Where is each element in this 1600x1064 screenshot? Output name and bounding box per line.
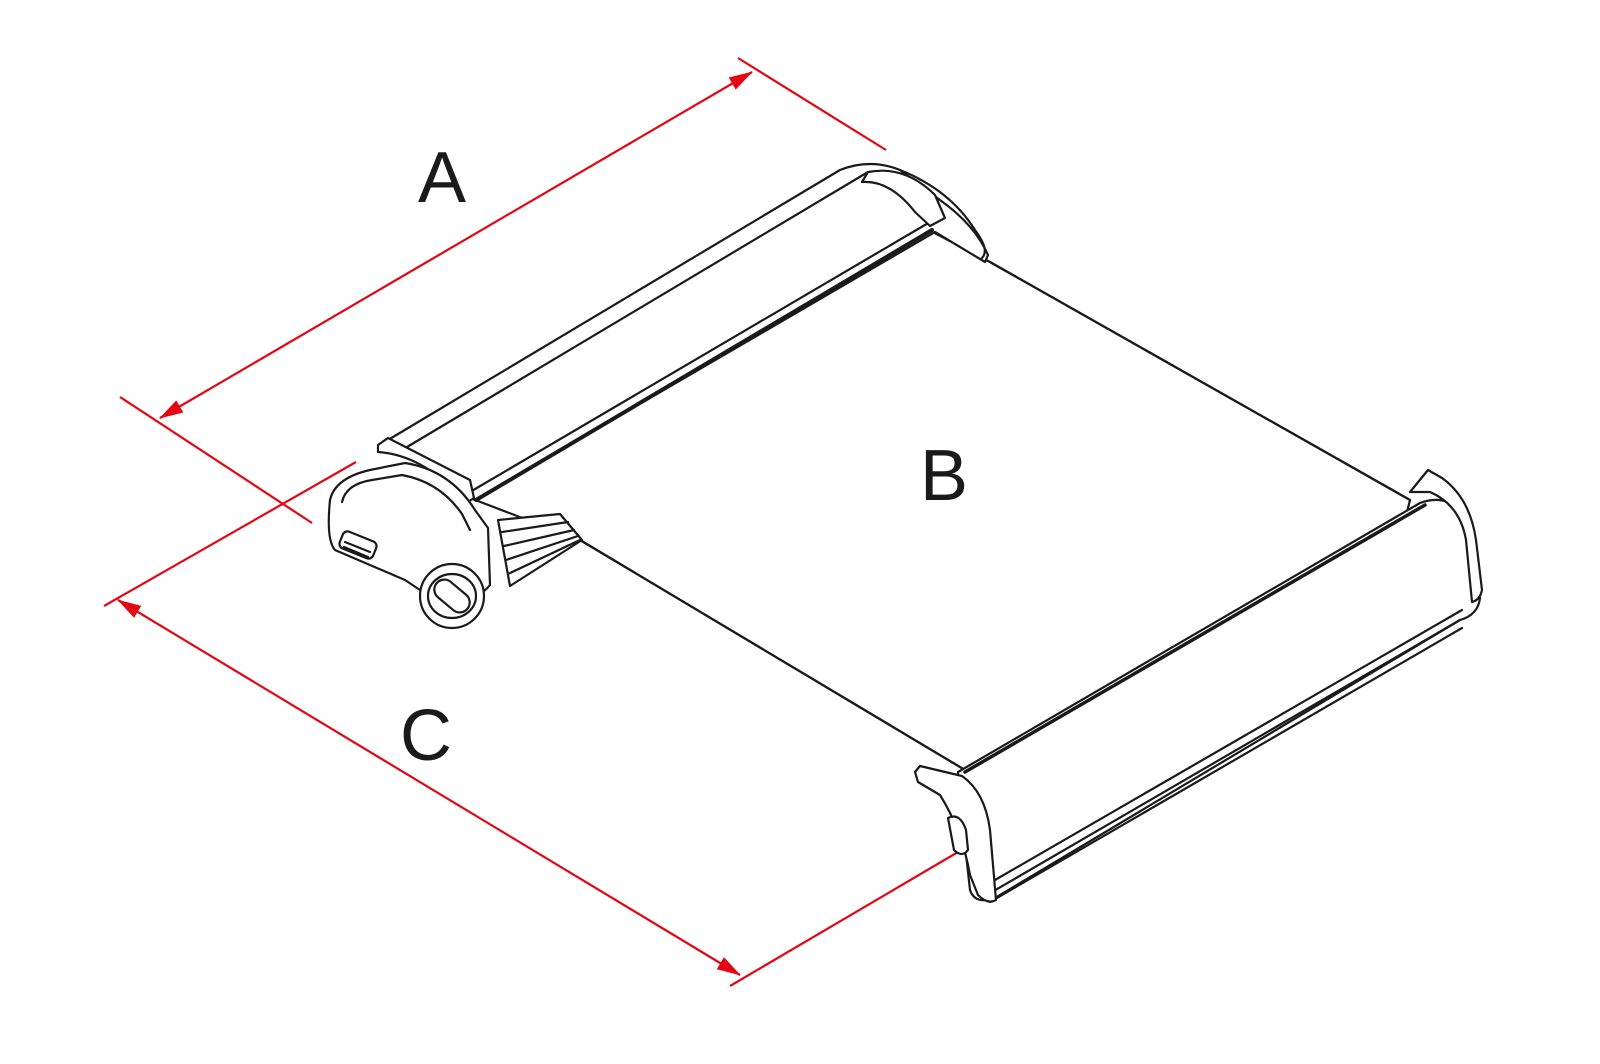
cassette-right-end-cap-outer: [898, 168, 986, 260]
roller-tube: [496, 512, 584, 588]
lead-bar-top-seam: [963, 503, 1427, 774]
awning-outline: [327, 162, 1484, 904]
dimension-label-a: A: [418, 138, 467, 218]
dimension-label-c: C: [400, 696, 452, 776]
cassette-top-seam: [400, 170, 870, 452]
extension-line-c-top: [103, 461, 357, 607]
fabric-right-edge: [988, 260, 1412, 502]
lead-bar-lower-seam-2: [990, 618, 1462, 894]
fabric-left-edge: [578, 538, 967, 772]
lead-bar-lower-seam-1: [993, 608, 1464, 882]
cassette-bottom-edge: [474, 228, 934, 502]
extension-line-c-bottom: [729, 851, 959, 987]
lead-bar-right-end-cap: [1408, 468, 1484, 604]
extension-line-a-right: [737, 57, 887, 151]
crank-housing-inner: [340, 473, 472, 532]
lead-bar-rail: [988, 626, 1464, 904]
dimension-line-c: [117, 599, 741, 976]
dimension-line-a: [159, 71, 753, 419]
extension-line-a-left: [119, 396, 313, 524]
cassette-right-end-cap: [860, 169, 947, 228]
cassette-housing: [386, 162, 990, 502]
dimension-label-b: B: [920, 436, 969, 516]
crank-eye-slot: [433, 578, 471, 614]
cassette-lower-seam: [468, 220, 932, 494]
